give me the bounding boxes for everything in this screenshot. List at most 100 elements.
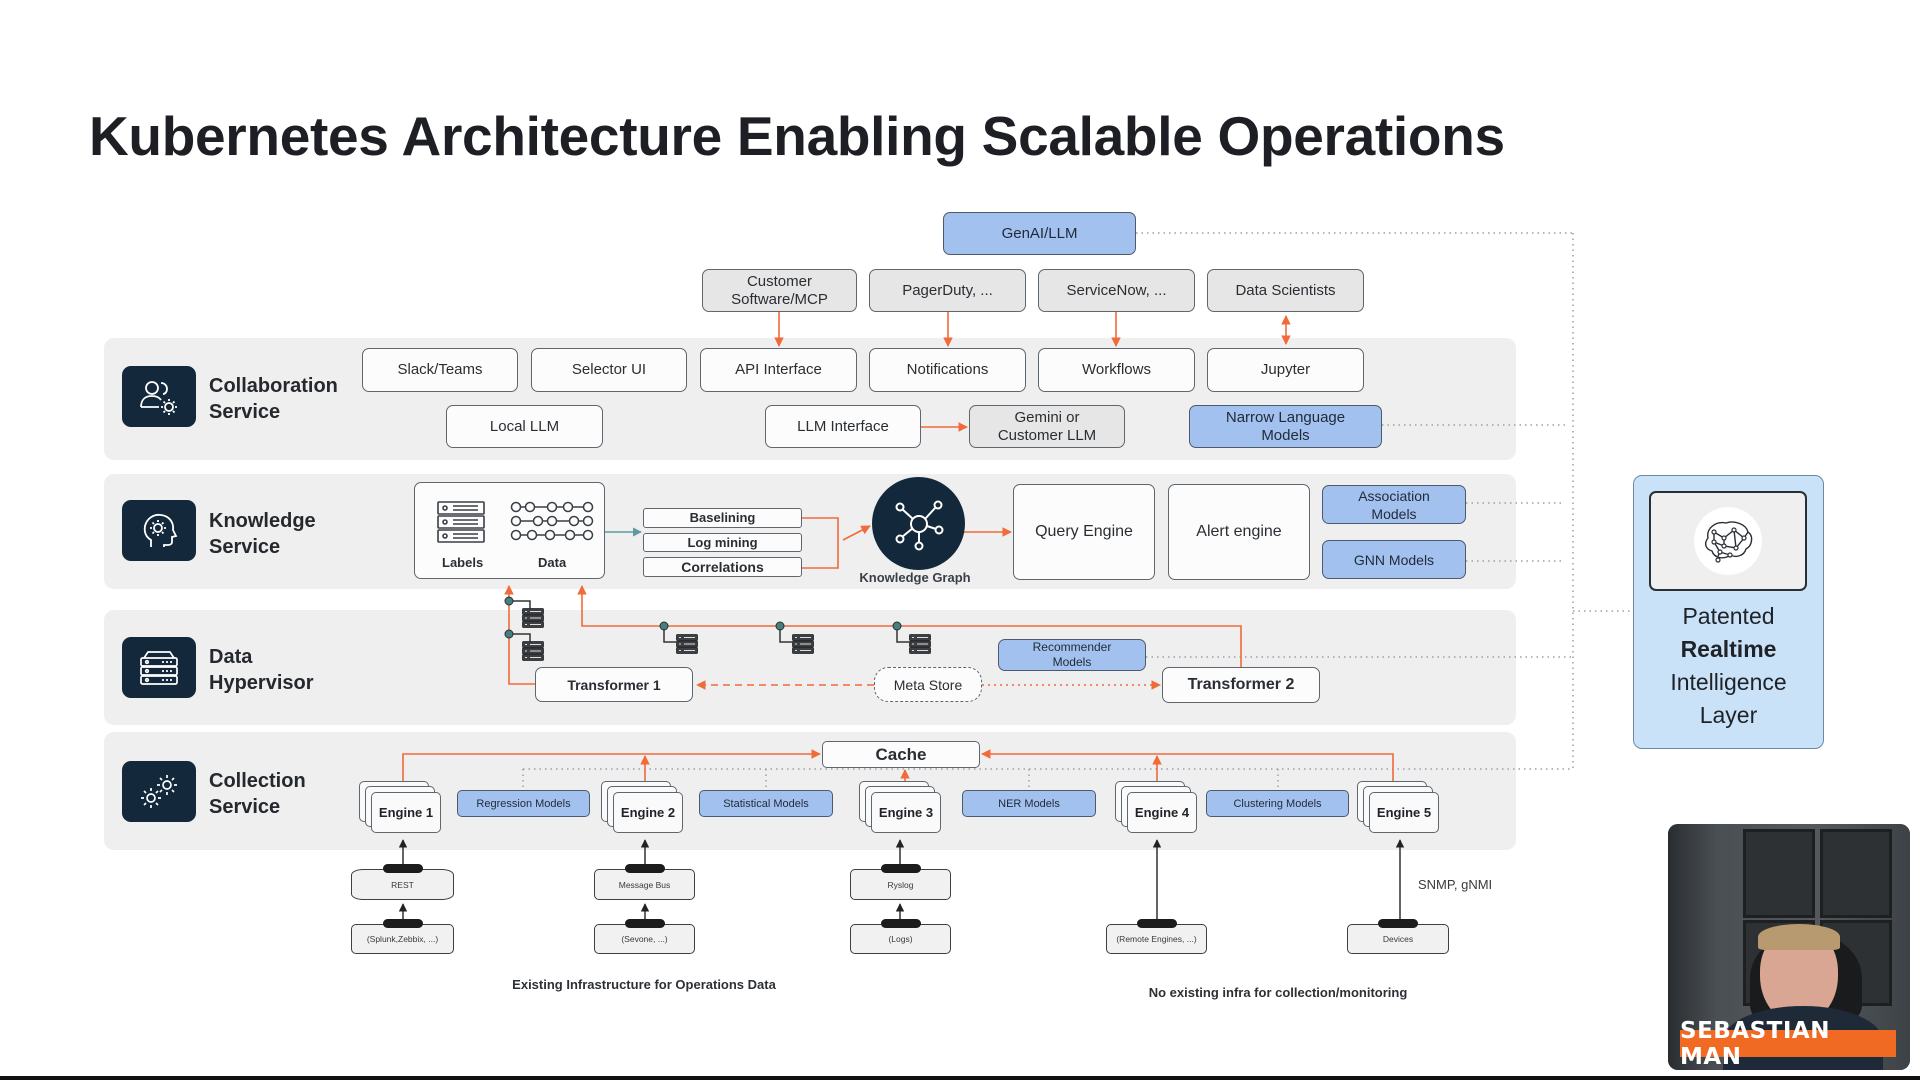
ner-models-box[interactable]: NER Models <box>962 790 1096 817</box>
statistical-models-box[interactable]: Statistical Models <box>699 790 833 817</box>
intelligence-layer-panel[interactable]: Patented Realtime Intelligence Layer <box>1633 475 1824 749</box>
origin-splunk-zabbix[interactable]: (Splunk,Zebbix, ...) <box>351 919 454 954</box>
collaboration-label: Collaboration Service <box>209 375 338 423</box>
hypervisor-icon-tile <box>122 637 196 698</box>
users-gear-icon <box>140 380 177 415</box>
intelligence-line4: Layer <box>1699 702 1758 728</box>
origin-logs[interactable]: (Logs) <box>850 919 951 954</box>
connector-tab <box>1136 919 1177 928</box>
collaboration-icon-tile <box>122 366 196 427</box>
arrow-methods-graph <box>842 525 871 541</box>
connector-tab <box>624 864 665 873</box>
wire-engine5-cache <box>981 749 1394 793</box>
engine-5[interactable]: Engine 5 <box>1357 781 1439 833</box>
storage-icon <box>522 641 544 661</box>
collection-label: Collection Service <box>209 770 306 818</box>
origin-devices-label: Devices <box>1382 934 1414 944</box>
bracket-methods <box>802 517 839 569</box>
engine-5-label: Engine 5 <box>1369 792 1439 833</box>
origin-sevone[interactable]: (Sevone, ...) <box>594 919 695 954</box>
jupyter-box[interactable]: Jupyter <box>1207 348 1364 392</box>
caption-existing-infra: Existing Infrastructure for Operations D… <box>512 977 776 992</box>
wall-frame <box>1820 829 1892 918</box>
external-pagerduty[interactable]: PagerDuty, ... <box>869 269 1026 312</box>
knowledge-graph-caption: Knowledge Graph <box>859 570 971 585</box>
engine-1[interactable]: Engine 1 <box>359 781 441 833</box>
association-models-box[interactable]: Association Models <box>1322 485 1466 524</box>
method-correlations[interactable]: Correlations <box>643 557 802 577</box>
intelligence-layer-text: Patented Realtime Intelligence Layer <box>1634 600 1823 732</box>
intelligence-dotted-links <box>522 232 1633 790</box>
data-graph-icon <box>510 501 594 541</box>
collection-icon-tile <box>122 761 196 822</box>
caption-no-infra: No existing infra for collection/monitor… <box>1148 985 1408 1000</box>
origin-logs-label: (Logs) <box>888 934 913 944</box>
engine-2-label: Engine 2 <box>613 792 683 833</box>
engine-1-label: Engine 1 <box>371 792 441 833</box>
knowledge-icon-tile <box>122 500 196 561</box>
connector-tab <box>880 864 921 873</box>
external-servicenow[interactable]: ServiceNow, ... <box>1038 269 1195 312</box>
engine-4[interactable]: Engine 4 <box>1115 781 1197 833</box>
presenter-hair <box>1758 924 1840 950</box>
source-message-bus[interactable]: Message Bus <box>594 864 695 900</box>
labels-data-box[interactable]: Labels Data <box>414 482 605 579</box>
connector-tab <box>624 919 665 928</box>
gnn-models-box[interactable]: GNN Models <box>1322 540 1466 579</box>
cache-box[interactable]: Cache <box>822 741 980 768</box>
method-baselining[interactable]: Baselining <box>643 508 802 528</box>
source-rest-label: REST <box>391 879 414 890</box>
selector-ui-box[interactable]: Selector UI <box>531 348 687 392</box>
wire-engine1-cache <box>402 749 821 793</box>
method-log-mining[interactable]: Log mining <box>643 533 802 552</box>
source-ryslog[interactable]: Ryslog <box>850 864 951 900</box>
query-engine-box[interactable]: Query Engine <box>1013 484 1155 580</box>
origin-remote-label: (Remote Engines, ...) <box>1116 934 1197 944</box>
source-rest[interactable]: REST <box>351 864 454 900</box>
source-message-bus-label: Message Bus <box>618 879 671 890</box>
engine-2[interactable]: Engine 2 <box>601 781 683 833</box>
storage-icon <box>792 634 814 654</box>
labels-caption: Labels <box>442 555 484 570</box>
labels-list-icon <box>437 501 485 543</box>
connector-tab <box>382 919 423 928</box>
connector-tab <box>1378 919 1418 928</box>
external-customer-software[interactable]: Customer Software/MCP <box>702 269 857 312</box>
regression-models-box[interactable]: Regression Models <box>457 790 590 817</box>
protocol-note: SNMP, gNMI <box>1418 877 1493 892</box>
workflows-box[interactable]: Workflows <box>1038 348 1195 392</box>
genai-llm-box[interactable]: GenAI/LLM <box>943 212 1136 255</box>
intelligence-line1: Patented <box>1682 603 1775 629</box>
notifications-box[interactable]: Notifications <box>869 348 1026 392</box>
transformer2-box[interactable]: Transformer 2 <box>1162 667 1320 703</box>
meta-store-box[interactable]: Meta Store <box>874 667 982 702</box>
recommender-models-box[interactable]: Recommender Models <box>998 639 1146 671</box>
storage-taps <box>504 596 909 643</box>
slack-teams-box[interactable]: Slack/Teams <box>362 348 518 392</box>
knowledge-graph-icon <box>895 500 944 551</box>
source-ryslog-label: Ryslog <box>887 879 914 890</box>
wire-transformer1 <box>508 601 535 685</box>
external-data-scientists[interactable]: Data Scientists <box>1207 269 1364 312</box>
gemini-customer-llm-box[interactable]: Gemini or Customer LLM <box>969 405 1125 448</box>
transformer1-box[interactable]: Transformer 1 <box>535 667 693 702</box>
neural-brain-icon <box>1704 521 1753 563</box>
origin-devices[interactable]: Devices <box>1347 919 1449 954</box>
connector-tab <box>880 919 921 928</box>
engine-4-label: Engine 4 <box>1127 792 1197 833</box>
origin-splunk-label: (Splunk,Zebbix, ...) <box>366 934 439 944</box>
llm-interface-box[interactable]: LLM Interface <box>765 405 921 448</box>
presenter-nameplate: SEBASTIAN MAN <box>1680 1018 1896 1070</box>
local-llm-box[interactable]: Local LLM <box>446 405 603 448</box>
origin-remote-engines[interactable]: (Remote Engines, ...) <box>1106 919 1207 954</box>
bottom-border <box>0 1076 1920 1080</box>
knowledge-graph-node[interactable] <box>872 477 965 570</box>
alert-engine-box[interactable]: Alert engine <box>1168 484 1310 580</box>
engine-3[interactable]: Engine 3 <box>859 781 941 833</box>
engine-3-label: Engine 3 <box>871 792 941 833</box>
narrow-language-models-box[interactable]: Narrow Language Models <box>1189 405 1382 448</box>
clustering-models-box[interactable]: Clustering Models <box>1206 790 1349 817</box>
api-interface-box[interactable]: API Interface <box>700 348 857 392</box>
head-gear-icon <box>143 513 178 547</box>
